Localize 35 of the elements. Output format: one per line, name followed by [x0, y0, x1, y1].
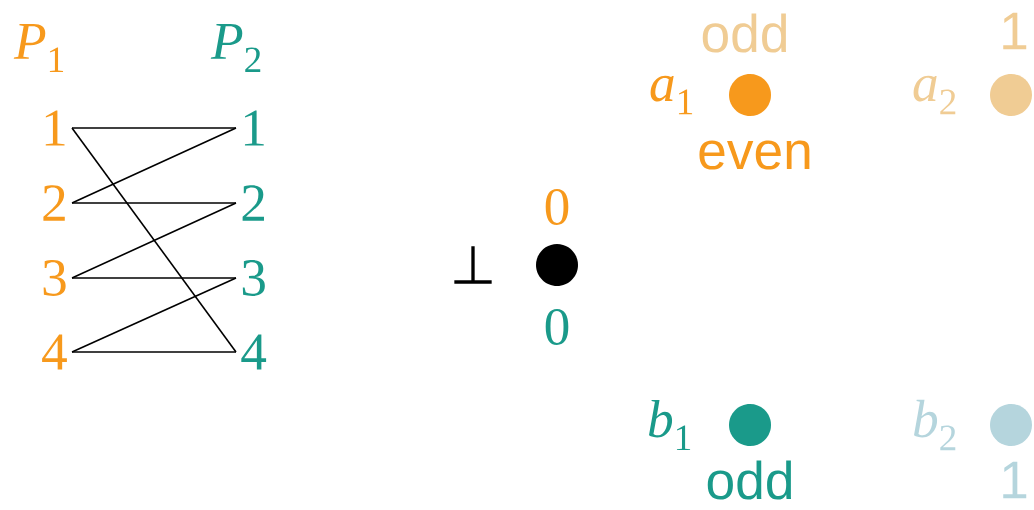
parity-label: odd: [702, 13, 787, 53]
dot: [990, 74, 1032, 116]
point-label: b$_{2}$: [914, 399, 956, 451]
value-label: 1: [1003, 461, 1027, 499]
parity-label: even: [699, 140, 810, 170]
point-label: b$_{1}$: [649, 399, 691, 451]
dot: [990, 404, 1032, 446]
line: [71, 202, 237, 279]
dot: [729, 74, 771, 116]
dot: [536, 244, 578, 286]
line: [71, 202, 237, 204]
column-label: P$_{1}$: [13, 23, 64, 73]
value-label: 0: [545, 189, 569, 225]
line: [71, 277, 237, 279]
value-label: 0: [545, 309, 569, 345]
line: [71, 277, 237, 353]
row-number: 1: [244, 110, 264, 146]
point-label: a$_{2}$: [913, 75, 956, 115]
column-label: P$_{2}$: [210, 23, 261, 73]
line: [71, 127, 237, 353]
row-number: 4: [241, 334, 267, 370]
row-number: 2: [242, 185, 264, 221]
row-number: 4: [42, 334, 67, 370]
row-number: 1: [45, 110, 65, 146]
row-number: 3: [242, 260, 265, 296]
line: [71, 351, 237, 353]
dot: [729, 404, 771, 446]
value-label: 1: [1003, 12, 1027, 50]
symbol-label: ⊥: [454, 246, 492, 284]
line: [71, 127, 237, 129]
point-label: a$_{1}$: [650, 75, 693, 115]
parity-label: odd: [707, 460, 792, 500]
row-number: 3: [43, 260, 66, 296]
line: [71, 127, 237, 204]
row-number: 2: [43, 185, 65, 221]
